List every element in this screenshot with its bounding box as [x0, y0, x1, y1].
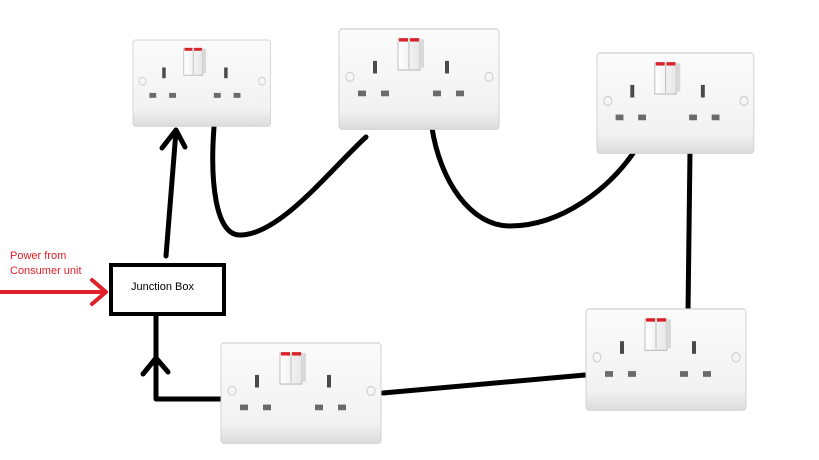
- junction-box: Junction Box: [109, 263, 226, 316]
- socket-5: [220, 342, 382, 444]
- power-arrow: [0, 278, 108, 306]
- wire-socket-5-to-junction: [153, 313, 225, 402]
- wire-junction-to-socket-1: [163, 128, 179, 259]
- arrowhead-up-icon: [159, 127, 188, 151]
- wire-socket-4-to-socket-5: [380, 372, 588, 396]
- socket-4: [585, 308, 747, 411]
- socket-3: [596, 52, 755, 154]
- power-label-line1: Power from: [10, 250, 66, 262]
- wire-socket-1-to-socket-2: [210, 124, 369, 238]
- wire-socket-3-to-socket-4: [685, 148, 693, 316]
- wire-socket-2-to-socket-3: [429, 125, 641, 229]
- power-label-line2: Consumer unit: [10, 265, 82, 277]
- socket-2: [338, 28, 500, 130]
- arrowhead-right-icon: [90, 278, 108, 306]
- socket-1: [132, 39, 272, 127]
- arrowhead-up-icon: [140, 355, 171, 377]
- junction-box-label: Junction Box: [131, 281, 194, 293]
- wires: [140, 124, 693, 402]
